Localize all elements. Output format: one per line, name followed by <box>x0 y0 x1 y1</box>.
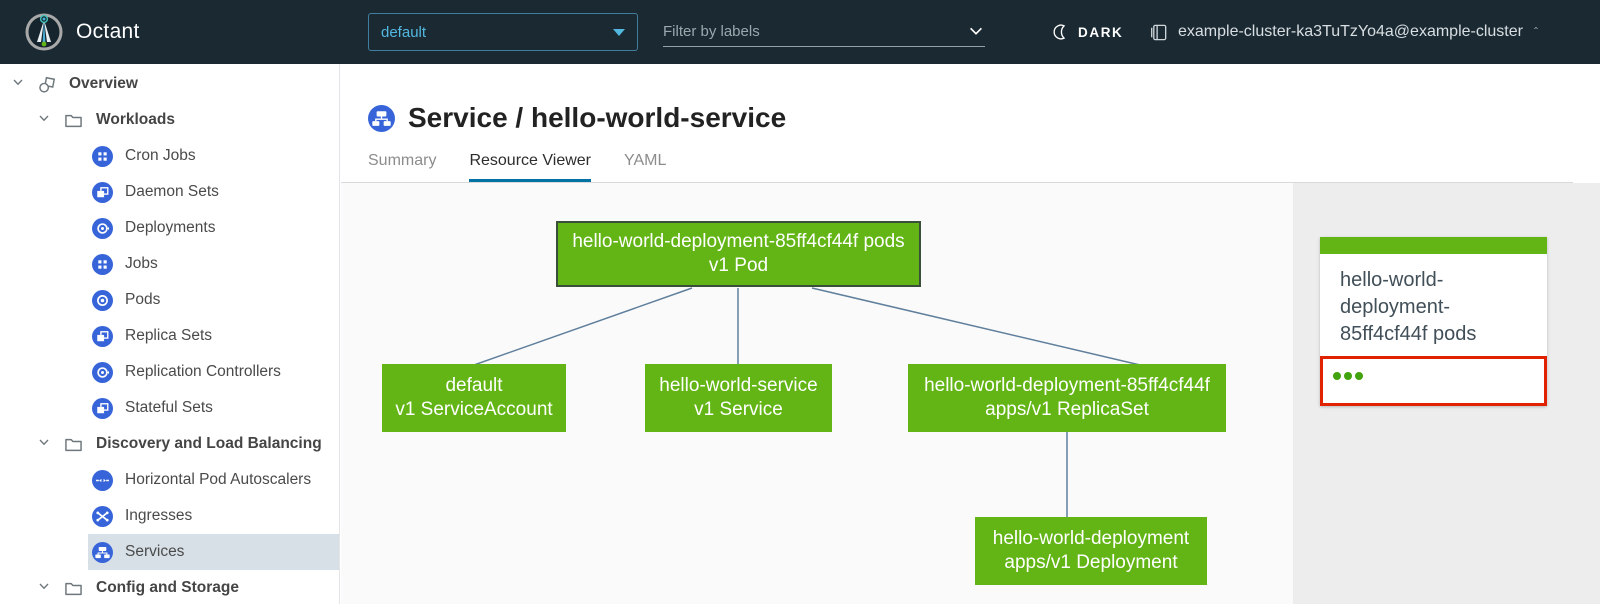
pods-icon <box>92 289 113 311</box>
octant-logo-icon <box>24 12 64 52</box>
pod-ok-status-dot <box>1333 372 1341 380</box>
sidebar-item-label: Ingresses <box>125 507 193 524</box>
node-kind: v1 ServiceAccount <box>395 399 553 420</box>
namespace-dropdown-value: default <box>381 23 427 41</box>
cron-jobs-icon <box>92 145 113 167</box>
header-bar: Octant default Filter by labels DARK exa… <box>0 0 1600 64</box>
graph-node-replicaset[interactable]: hello-world-deployment-85ff4cf44f apps/v1… <box>908 364 1226 432</box>
sidebar-item-deployments[interactable]: Deployments <box>0 210 339 246</box>
node-kind: apps/v1 ReplicaSet <box>985 399 1149 420</box>
sidebar-item-label: Stateful Sets <box>125 399 213 416</box>
sidebar-item-ingresses[interactable]: Ingresses <box>0 498 339 534</box>
filter-placeholder: Filter by labels <box>663 22 760 40</box>
service-resource-icon <box>368 104 395 132</box>
sidebar-item-daemon-sets[interactable]: Daemon Sets <box>0 174 339 210</box>
sidebar-item-discovery-and-load-balancing[interactable]: Discovery and Load Balancing <box>0 426 339 462</box>
horizontal-pod-autoscalers-icon <box>92 469 113 491</box>
cluster-context-switcher[interactable]: example-cluster-ka3TuTzYo4a@example-clus… <box>1150 0 1538 64</box>
tab-yaml[interactable]: YAML <box>624 152 667 169</box>
sidebar-item-pods[interactable]: Pods <box>0 282 339 318</box>
sidebar-item-label: Cron Jobs <box>125 147 196 164</box>
sidebar-item-label: Horizontal Pod Autoscalers <box>125 471 312 488</box>
sidebar-item-label: Pods <box>125 291 161 308</box>
sidebar-item-label: Deployments <box>125 219 216 236</box>
chevron-down-icon[interactable] <box>967 22 985 40</box>
workloads-icon <box>63 110 84 131</box>
filter-by-labels-input[interactable]: Filter by labels <box>663 16 985 47</box>
graph-node-pod[interactable]: hello-world-deployment-85ff4cf44f pods v1… <box>556 221 921 287</box>
replica-sets-icon <box>92 325 113 347</box>
context-caret-icon: ˆ <box>1533 25 1538 39</box>
sidebar-item-label: Overview <box>69 75 138 92</box>
tab-divider <box>341 182 1573 183</box>
cluster-context-icon <box>1151 24 1167 40</box>
node-name: hello-world-deployment <box>992 528 1190 549</box>
namespace-dropdown[interactable]: default <box>368 13 638 51</box>
tab-bar: Summary Resource Viewer YAML <box>368 152 666 182</box>
discovery-and-load-balancing-icon <box>63 434 84 455</box>
graph-edges <box>473 287 1141 518</box>
sidebar-item-replication-controllers[interactable]: Replication Controllers <box>0 354 339 390</box>
chevron-down-icon[interactable] <box>36 110 52 131</box>
sidebar-item-jobs[interactable]: Jobs <box>0 246 339 282</box>
resource-detail-panel: hello-world-deployment-85ff4cf44f pods <box>1293 183 1600 604</box>
services-icon <box>92 541 113 563</box>
pod-ok-status-dot <box>1344 372 1352 380</box>
sidebar-item-label: Discovery and Load Balancing <box>96 435 322 452</box>
sidebar-item-cron-jobs[interactable]: Cron Jobs <box>0 138 339 174</box>
sidebar-item-workloads[interactable]: Workloads <box>0 102 339 138</box>
chevron-down-icon[interactable] <box>10 74 26 95</box>
sidebar-item-config-and-storage[interactable]: Config and Storage <box>0 570 339 604</box>
node-name: hello-world-deployment-85ff4cf44f pods <box>572 231 905 252</box>
chevron-down-icon[interactable] <box>36 578 52 599</box>
stateful-sets-icon <box>92 397 113 419</box>
config-and-storage-icon <box>63 578 84 599</box>
sidebar-item-label: Replica Sets <box>125 327 213 344</box>
cluster-context-label: example-cluster-ka3TuTzYo4a@example-clus… <box>1178 23 1523 40</box>
jobs-icon <box>92 253 113 275</box>
page-title: Service / hello-world-service <box>408 102 787 133</box>
sidebar-selection-highlight <box>88 534 339 570</box>
replication-controllers-icon <box>92 361 113 383</box>
tab-summary[interactable]: Summary <box>368 152 437 169</box>
graph-node-serviceaccount[interactable]: default v1 ServiceAccount <box>382 364 566 432</box>
node-kind: v1 Pod <box>708 255 769 276</box>
deployments-icon <box>92 217 113 239</box>
node-name: default <box>445 375 503 396</box>
ingresses-icon <box>92 505 113 527</box>
sidebar-item-label: Jobs <box>125 255 158 272</box>
page-title-row: Service / hello-world-service <box>368 96 786 140</box>
selected-node-title: hello-world-deployment-85ff4cf44f pods <box>1340 269 1477 345</box>
daemon-sets-icon <box>92 181 113 203</box>
card-status-bar <box>1320 237 1547 254</box>
app-title: Octant <box>76 20 140 43</box>
sidebar-item-label: Config and Storage <box>96 579 239 596</box>
sidebar-item-overview[interactable]: Overview <box>0 66 339 102</box>
graph-node-deployment[interactable]: hello-world-deployment apps/v1 Deployment <box>975 517 1207 585</box>
sidebar-item-label: Replication Controllers <box>125 363 281 380</box>
node-kind: v1 Service <box>694 399 783 420</box>
theme-toggle-button[interactable]: DARK <box>1051 0 1123 64</box>
sidebar-item-label: Services <box>125 543 185 560</box>
node-kind: apps/v1 Deployment <box>1004 552 1178 573</box>
pod-status-selection-box[interactable] <box>1320 356 1547 406</box>
sidebar-item-replica-sets[interactable]: Replica Sets <box>0 318 339 354</box>
sidebar-item-horizontal-pod-autoscalers[interactable]: Horizontal Pod Autoscalers <box>0 462 339 498</box>
node-name: hello-world-service <box>659 375 818 396</box>
dropdown-caret-icon <box>613 28 625 36</box>
sidebar-item-label: Daemon Sets <box>125 183 219 200</box>
sidebar-item-label: Workloads <box>96 111 175 128</box>
selected-node-card: hello-world-deployment-85ff4cf44f pods <box>1320 237 1547 406</box>
graph-node-service[interactable]: hello-world-service v1 Service <box>645 364 832 432</box>
node-name: hello-world-deployment-85ff4cf44f <box>924 375 1210 396</box>
theme-toggle-label: DARK <box>1078 24 1124 40</box>
tab-resource-viewer[interactable]: Resource Viewer <box>469 152 591 182</box>
sidebar-item-stateful-sets[interactable]: Stateful Sets <box>0 390 339 426</box>
sidebar-item-services[interactable]: Services <box>0 534 339 570</box>
overview-icon <box>37 74 58 95</box>
moon-icon <box>1053 24 1066 40</box>
chevron-down-icon[interactable] <box>36 434 52 455</box>
pod-ok-status-dot <box>1355 372 1363 380</box>
